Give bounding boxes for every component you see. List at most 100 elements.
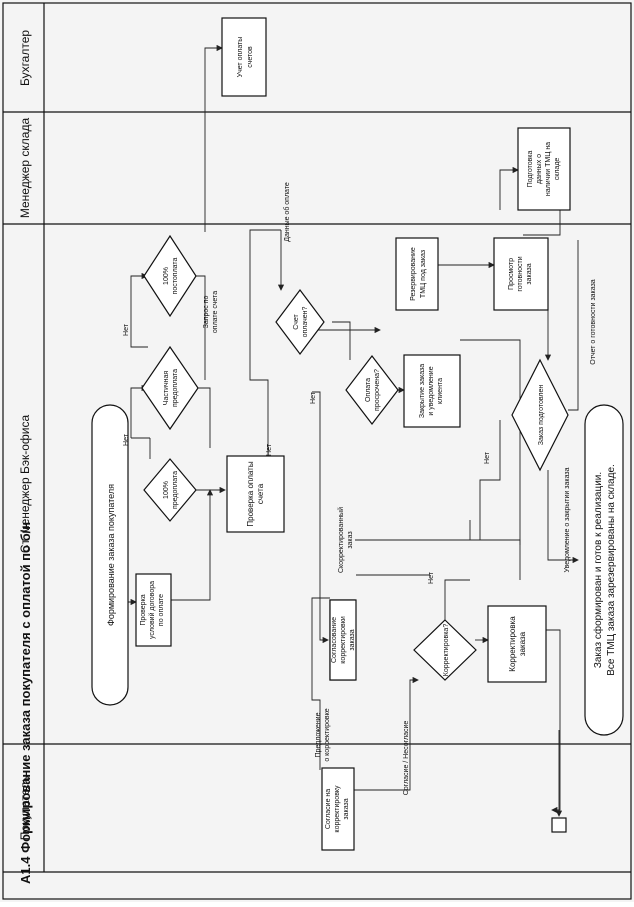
- process-contract-check-l2: условий договора: [148, 581, 156, 639]
- process-close-order-l3: клиента: [437, 378, 444, 404]
- lane-label-buyer: Покупатель: [18, 776, 32, 840]
- decision-overdue-l2: просрочена?: [374, 369, 381, 411]
- label-correction-offer-l2: о корректировке: [324, 708, 331, 761]
- label-correction-offer-l1: Предложение: [315, 712, 322, 757]
- decision-postpay-100-l2: постоплата: [172, 257, 179, 294]
- flow-close-line: [460, 339, 521, 545]
- flow-corr-yes: [444, 579, 470, 620]
- process-accounting-l2: счетов: [247, 46, 254, 68]
- process-correction: [487, 605, 547, 683]
- label-net-6: Нет: [310, 391, 317, 404]
- process-reserve: [395, 237, 439, 311]
- label-ready-report: Отчет о готовности заказа: [590, 279, 597, 364]
- decision-prepay-100-l1: 100%: [163, 481, 170, 499]
- process-buyer-agree-l3: заказа: [343, 798, 350, 819]
- flow-net-2: [130, 272, 148, 348]
- decision-paid-l1: Счет: [293, 313, 300, 329]
- decision-partial: [141, 345, 199, 431]
- flow-offer: [311, 597, 330, 770]
- decision-paid-l2: оплачен?: [302, 306, 309, 337]
- process-buyer-agree-l2: корректировку: [334, 785, 341, 833]
- flow-net-1c: [130, 384, 148, 438]
- flow-to-prepare: [499, 166, 519, 210]
- decision-paid: [275, 289, 325, 355]
- process-buyer-agree-l1: Согласие на: [325, 789, 332, 829]
- process-payment-check-l2: счета: [256, 483, 265, 504]
- process-agree-correction-l3: заказа: [349, 629, 356, 650]
- decision-postpay-100-l1: 100%: [163, 267, 170, 285]
- flow-partial-to-check: [192, 387, 211, 448]
- label-agree-disagree: Согласие / Несогласие: [403, 721, 410, 796]
- start-terminator: [91, 404, 129, 706]
- label-payment-data: Данные об оплате: [283, 182, 291, 242]
- process-contract-check-l1: Проверка: [140, 594, 147, 625]
- flow-overdue-no: [312, 391, 329, 644]
- flow-ready-report: [568, 240, 579, 411]
- flow-paid-to-overdue: [332, 321, 351, 360]
- decision-overdue: [345, 355, 399, 425]
- process-prepare-data-l1: Подготовка: [527, 150, 534, 187]
- label-net-3: Нет: [266, 443, 273, 456]
- process-agree-correction: [329, 599, 357, 681]
- label-net-5: Нет: [484, 451, 491, 464]
- decision-overdue-l1: Оплата: [365, 378, 372, 402]
- diagram-title: A1.4 Формирование заказа покупателя с оп…: [18, 522, 33, 884]
- process-correction-l2: заказа: [518, 631, 527, 656]
- process-view-ready-l3: заказа: [526, 263, 533, 284]
- flow-prepared-to-end: [547, 470, 579, 564]
- process-view-ready-l1: Просмотр: [508, 258, 515, 290]
- process-prepare-data: [517, 127, 571, 211]
- decision-prepared: [511, 358, 569, 472]
- label-payment-request-l2: оплате счета: [212, 291, 219, 333]
- lane-label-accountant: Бухгалтер: [18, 30, 32, 86]
- decision-correction: [413, 619, 477, 681]
- process-correction-l1: Корректировка: [508, 616, 517, 672]
- decision-prepay-100: [143, 458, 197, 522]
- lane-label-back-office: Ст. менеджер Бэк-офиса: [18, 415, 32, 554]
- lane-label-warehouse: Менеджер склада: [18, 118, 32, 219]
- process-view-ready-l2: готовности: [517, 256, 524, 291]
- process-view-ready: [493, 237, 549, 311]
- decision-postpay-100: [143, 234, 197, 318]
- label-closure-notice: Уведомление о закрытии заказа: [564, 467, 571, 572]
- end-terminator-line1: Заказ сформирован и готов к реализации.: [592, 472, 604, 668]
- process-reserve-l1: Резервирование: [410, 247, 417, 301]
- process-agree-correction-l2: корректировки: [340, 616, 347, 664]
- process-close-order-l1: Закрытие заказа: [419, 364, 426, 418]
- process-agree-correction-l1: Согласование: [331, 617, 338, 663]
- decision-correction-l1: Корректировка?: [443, 624, 450, 677]
- decision-partial-l1: Частичная: [163, 371, 170, 406]
- flow-closure-notice: [546, 629, 561, 814]
- label-net-4: Нет: [428, 571, 435, 584]
- process-reserve-l2: ТМЦ под заказ: [420, 250, 427, 298]
- flow-corrected: [355, 539, 521, 580]
- process-contract-check-l3: по оплате: [158, 594, 165, 626]
- process-buyer-agree: [321, 767, 355, 851]
- process-payment-check: [226, 455, 285, 533]
- process-prepare-data-l3: наличии ТМЦ на: [545, 142, 552, 196]
- label-corrected-order-l2: заказ: [347, 531, 354, 548]
- flow-view-to-warehouse: [523, 210, 561, 236]
- end-terminator-line2: Все ТМЦ заказа зарезервированы на складе…: [606, 464, 617, 676]
- flow-net-5: [469, 420, 501, 541]
- connectors: [110, 44, 579, 814]
- end-terminator: [584, 404, 624, 736]
- flow-contract-to-prepay: [171, 489, 214, 601]
- process-close-order-l2: и уведомление: [428, 366, 435, 415]
- label-net-1: Нет: [123, 433, 130, 446]
- process-contract-check: [135, 573, 172, 647]
- flow-to-accounting: [204, 44, 223, 232]
- flow-agree-to-corr: [354, 676, 419, 791]
- process-accounting-l1: Учет оплаты: [237, 37, 244, 78]
- start-terminator-label: Формирование заказа покупателя: [106, 484, 116, 626]
- process-prepare-data-l2: данных о: [536, 154, 543, 184]
- process-payment-check-l1: Проверка оплаты: [246, 461, 255, 526]
- end-connector-square: [551, 817, 567, 833]
- decision-partial-l2: предоплата: [172, 369, 179, 407]
- decision-prepared-l1: Заказ подготовлен: [538, 385, 545, 446]
- process-close-order: [403, 354, 461, 428]
- process-accounting: [221, 17, 267, 97]
- label-payment-request-l1: Запрос по: [203, 295, 210, 328]
